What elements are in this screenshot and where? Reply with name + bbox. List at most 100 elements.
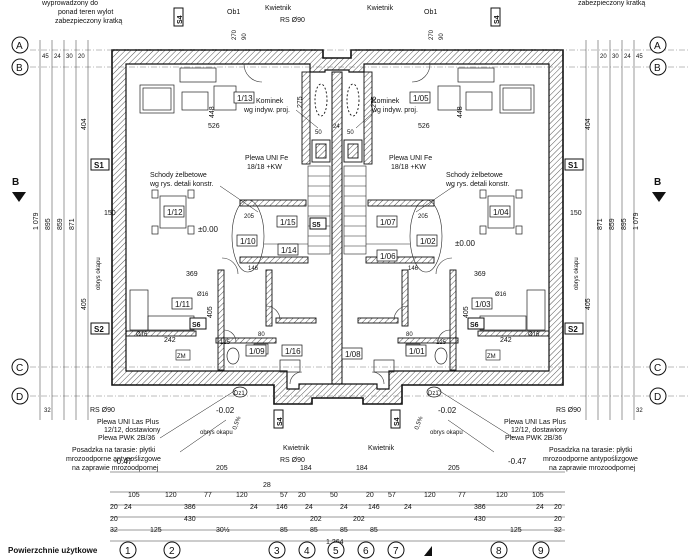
dim-120-right: 120 bbox=[496, 492, 508, 499]
dim-242-right: 242 bbox=[500, 337, 512, 344]
dim-242-left: 242 bbox=[164, 337, 176, 344]
dim-30-right: 30 bbox=[612, 54, 619, 60]
dim-405-right: 405 bbox=[585, 298, 592, 310]
dim-405-left: 405 bbox=[81, 298, 88, 310]
dim-859-left: 859 bbox=[57, 218, 64, 230]
dim-275-right: 275 bbox=[371, 96, 378, 108]
mark-S1-left: S1 bbox=[94, 161, 104, 170]
room-1-07: 1/07 bbox=[380, 218, 396, 227]
dim-45-left: 45 bbox=[42, 54, 49, 60]
room-1-15: 1/15 bbox=[280, 218, 296, 227]
section-arrow-bottom-icon bbox=[424, 546, 432, 556]
dim-369-left: 369 bbox=[186, 271, 198, 278]
room-1-12: 1/12 bbox=[167, 208, 183, 217]
axis-9: 9 bbox=[538, 546, 544, 557]
building-walls bbox=[111, 49, 564, 405]
dim-1079-right: 1 079 bbox=[633, 212, 640, 230]
vertical-dim-text: 1 079 895 859 871 404 405 1 079 895 859 … bbox=[33, 54, 643, 414]
dim-202-left: 202 bbox=[310, 516, 322, 523]
heater-right: Ø16 bbox=[528, 332, 540, 338]
dim-859-right: 859 bbox=[609, 218, 616, 230]
schody-left-2: wg rys. detali konstr. bbox=[149, 181, 213, 188]
dim-404-right: 404 bbox=[585, 118, 592, 130]
section-B-right: B bbox=[654, 177, 661, 188]
plewa-left-1: Plewa UNI Fe bbox=[245, 155, 288, 162]
section-B-left: B bbox=[12, 177, 19, 188]
axis-A-left: A bbox=[16, 41, 23, 52]
dim-146-row2-right: 146 bbox=[368, 504, 380, 511]
dim-105-right: 105 bbox=[532, 492, 544, 499]
level-zero-left: ±0.00 bbox=[198, 225, 219, 234]
dim-20-mid-right: 20 bbox=[366, 492, 374, 499]
obrys-right-bottom: obrys okapu bbox=[430, 430, 463, 436]
dim-205-inner-left: 205 bbox=[244, 214, 255, 220]
dim-30half: 30½ bbox=[216, 526, 230, 534]
pow-uzytkowe-label: Powierzchnie użytkowe bbox=[8, 546, 98, 555]
dim-270-top-right: 270 bbox=[429, 29, 435, 40]
axis-2: 2 bbox=[169, 546, 175, 557]
obrys-left-bottom: obrys okapu bbox=[200, 430, 233, 436]
dim-405-inner-right: 405 bbox=[463, 306, 470, 318]
obrys-okapu-left: obrys okapu bbox=[96, 257, 102, 290]
section-arrow-left-icon bbox=[12, 192, 26, 202]
schody-left-1: Schody żelbetowe bbox=[150, 172, 207, 179]
dim-430-left: 430 bbox=[184, 516, 196, 523]
axis-C-right: C bbox=[654, 363, 661, 374]
zm-right: ZM bbox=[487, 354, 496, 360]
mark-S2-right: S2 bbox=[568, 325, 578, 334]
dz1-right: Dz1 bbox=[428, 391, 439, 397]
dim-146-right: 146 bbox=[408, 266, 419, 272]
dim-1079-left: 1 079 bbox=[33, 212, 40, 230]
bottom-dimension-lines bbox=[110, 471, 565, 542]
schody-right-1: Schody żelbetowe bbox=[446, 172, 503, 179]
rs-o90-right: RS Ø90 bbox=[556, 407, 581, 414]
dim-871-right: 871 bbox=[597, 218, 604, 230]
level-minus047-right: -0.47 bbox=[508, 457, 527, 466]
axis-B-left: B bbox=[16, 63, 23, 74]
dim-24-right: 24 bbox=[624, 54, 631, 60]
window-ob1-left: Ob1 bbox=[227, 9, 240, 16]
posadzka-right-1: Posadzka na tarasie: płytki bbox=[549, 447, 633, 454]
dim-184-bot-right: 184 bbox=[356, 465, 368, 472]
furniture bbox=[129, 67, 546, 373]
inner-walls bbox=[125, 71, 550, 371]
dim-57-right: 57 bbox=[388, 492, 396, 499]
dim-85-b: 85 bbox=[310, 527, 318, 534]
dim-430-right: 430 bbox=[474, 516, 486, 523]
mark-S5: S5 bbox=[312, 222, 321, 229]
room-1-05: 1/05 bbox=[413, 94, 429, 103]
axis-1: 1 bbox=[125, 546, 131, 557]
dim-526-right: 526 bbox=[418, 123, 430, 130]
axis-D-left: D bbox=[16, 392, 23, 403]
dim-120-right2: 120 bbox=[424, 492, 436, 499]
dim-120-left: 120 bbox=[165, 492, 177, 499]
dim-28-bot: 28 bbox=[263, 482, 271, 489]
dim-20-right: 20 bbox=[600, 54, 607, 60]
dim-32-right: 32 bbox=[636, 408, 643, 414]
plewa-left-2: 18/18 +KW bbox=[247, 164, 282, 171]
level-zero-right: ±0.00 bbox=[455, 239, 476, 248]
annotations: Kominek wg indyw. proj. Kominek wg indyw… bbox=[149, 98, 509, 248]
dim-24-row2-r2: 24 bbox=[404, 504, 412, 511]
rs-o90-bottom: RS Ø90 bbox=[280, 457, 305, 464]
dim-205-bot-left: 205 bbox=[216, 465, 228, 472]
mark-S4-bottom-left: S4 bbox=[277, 417, 284, 426]
dim-32-row4-left: 32 bbox=[110, 527, 118, 534]
las-right-1: Plewa UNI Las Plus bbox=[504, 419, 566, 426]
dim-125-right: 125 bbox=[436, 340, 447, 346]
room-1-14: 1/14 bbox=[281, 246, 297, 255]
dim-386-left: 386 bbox=[184, 504, 196, 511]
mark-S4-top-left: S4 bbox=[177, 15, 184, 24]
dim-80-right: 80 bbox=[406, 332, 413, 338]
dim-448-left: 448 bbox=[209, 106, 216, 118]
dim-448-right: 448 bbox=[457, 106, 464, 118]
grid-axes-left: A B C D A B C D bbox=[11, 36, 690, 405]
top-labels: Ob1 Ob1 Kwietnik Kwietnik RS Ø90 270 90 … bbox=[227, 5, 445, 40]
dim-20-row2-right: 20 bbox=[554, 504, 562, 511]
kwietnik-bottom-left: Kwietnik bbox=[283, 445, 310, 452]
note-right: zabezpieczony kratką bbox=[578, 0, 645, 7]
dim-146-row2-left: 146 bbox=[276, 504, 288, 511]
door-swings bbox=[221, 63, 453, 385]
dim-146-left: 146 bbox=[248, 266, 259, 272]
